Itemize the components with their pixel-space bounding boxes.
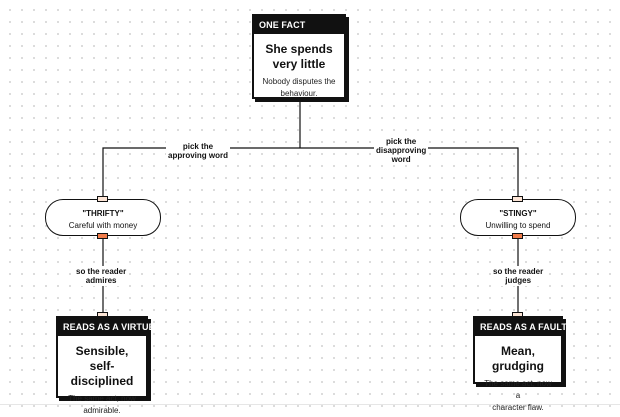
connector-to-stingy	[300, 147, 519, 200]
output-port-stingy[interactable]	[512, 233, 523, 239]
connector-to-thrifty	[102, 147, 300, 200]
one-fact-header: ONE FACT	[254, 16, 344, 34]
word-node-stingy[interactable]: "STINGY" Unwilling to spend	[460, 199, 576, 236]
virtue-card[interactable]: READS AS A VIRTUE Sensible, self- discip…	[56, 316, 155, 415]
word-node-stingy-title: "STINGY"	[499, 209, 537, 218]
one-fact-body: Nobody disputes the behaviour.	[262, 77, 336, 98]
edge-label-disapproving: pick the disapproving word	[374, 136, 429, 165]
word-node-stingy-subtitle: Unwilling to spend	[485, 221, 551, 230]
virtue-title: Sensible, self- disciplined	[70, 344, 134, 388]
edge-label-judges: so the reader judges	[491, 266, 546, 286]
input-port-stingy[interactable]	[512, 196, 523, 202]
one-fact-title: She spends very little	[265, 42, 333, 71]
fault-body: The same act, now a character flaw.	[484, 379, 552, 412]
fault-header: READS AS A FAULT	[475, 318, 567, 336]
bottom-rule	[0, 404, 620, 405]
one-fact-card[interactable]: ONE FACT She spends very little Nobody d…	[252, 14, 346, 99]
input-port-thrifty[interactable]	[97, 196, 108, 202]
word-node-thrifty-subtitle: Careful with money	[68, 221, 138, 230]
word-node-thrifty-title: "THRIFTY"	[82, 209, 124, 218]
fault-title: Mean, grudging	[492, 344, 544, 373]
output-port-thrifty[interactable]	[97, 233, 108, 239]
edge-label-approving: pick the approving word	[166, 141, 230, 161]
fault-card[interactable]: READS AS A FAULT Mean, grudging The same…	[473, 316, 567, 412]
virtue-body: The same act, now admirable.	[68, 394, 136, 415]
edge-label-admires: so the reader admires	[74, 266, 129, 286]
word-node-thrifty[interactable]: "THRIFTY" Careful with money	[45, 199, 161, 236]
virtue-header: READS AS A VIRTUE	[58, 318, 155, 336]
